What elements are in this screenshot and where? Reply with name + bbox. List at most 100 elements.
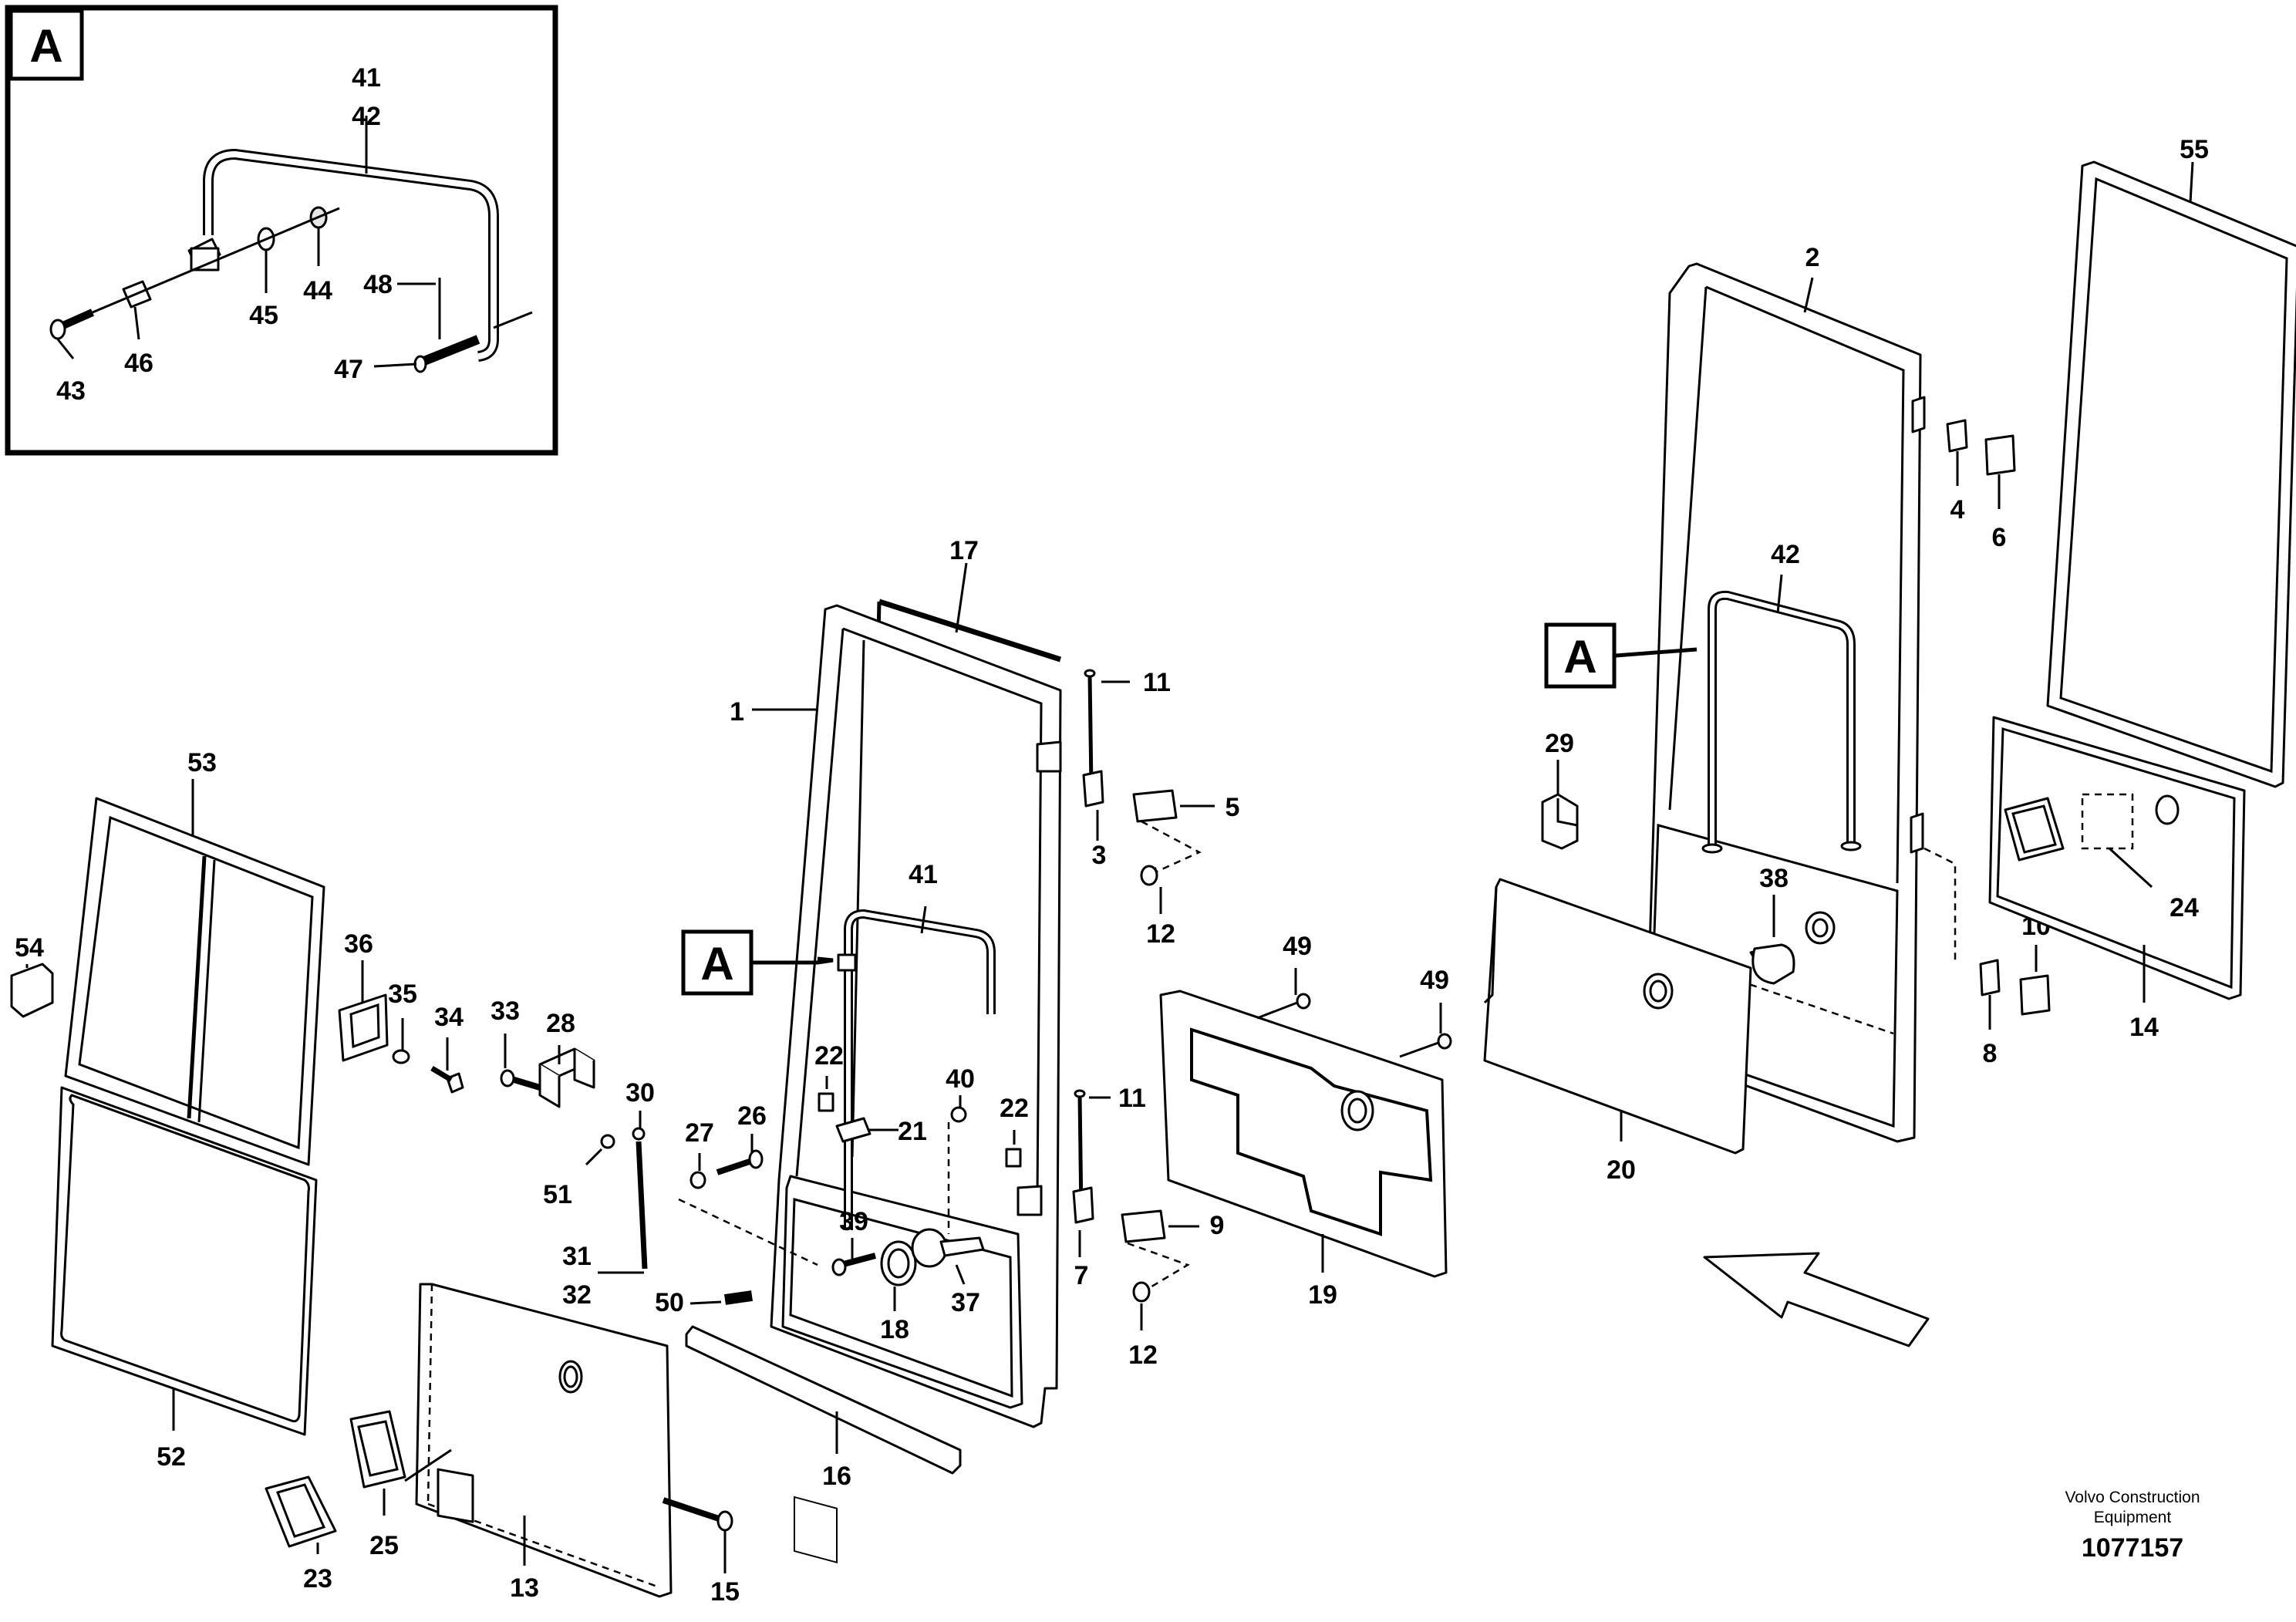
lock-37 xyxy=(911,1228,948,1268)
lock-38 xyxy=(1752,943,1795,985)
callout-49b: 49 xyxy=(1420,966,1449,995)
callout-42-detail: 42 xyxy=(352,102,381,131)
callout-27: 27 xyxy=(685,1118,714,1148)
detail-a-tag-door xyxy=(681,929,754,996)
callout-38: 38 xyxy=(1759,864,1789,893)
callout-1: 1 xyxy=(730,697,744,727)
callout-2: 2 xyxy=(1805,243,1820,272)
clip-51 xyxy=(600,1134,615,1149)
screw-49a xyxy=(1296,993,1311,1010)
callout-13: 13 xyxy=(510,1573,539,1603)
detail-a-inset: A 41 42 43 46 45 44 48 xyxy=(5,5,558,456)
callout-23: 23 xyxy=(303,1564,332,1593)
trim-panel-14-group: 24 14 xyxy=(1988,716,2246,1042)
callout-21: 21 xyxy=(898,1117,927,1146)
trim-panel-13 xyxy=(415,1283,673,1598)
latch-block-22 xyxy=(818,1092,834,1112)
left-hardware-cluster: 36 35 34 33 28 51 30 31 32 50 xyxy=(338,929,753,1317)
callout-34: 34 xyxy=(434,1003,464,1032)
bolt-15 xyxy=(716,1510,733,1532)
bolt-12b xyxy=(1132,1281,1151,1303)
callout-44: 44 xyxy=(303,276,332,305)
callout-36: 36 xyxy=(344,929,373,959)
bolt-33 xyxy=(500,1069,515,1088)
panel-14-opening xyxy=(2004,797,2065,862)
detail-a-tag xyxy=(8,8,84,81)
nut-40 xyxy=(950,1106,967,1123)
callout-32: 32 xyxy=(562,1280,592,1310)
panel-cutout xyxy=(437,1468,474,1523)
callout-9: 9 xyxy=(1210,1211,1225,1240)
escutcheon-18 xyxy=(880,1240,917,1286)
callout-11a: 11 xyxy=(1143,668,1171,697)
callout-22b: 22 xyxy=(1000,1094,1029,1123)
callout-47: 47 xyxy=(334,355,363,384)
callout-14: 14 xyxy=(2129,1013,2159,1042)
trim-panel-20 xyxy=(1483,878,1752,1155)
main-door-hinges: 11 3 5 12 11 7 9 12 xyxy=(1072,668,1239,1370)
callout-41: 41 xyxy=(909,860,938,889)
washer-35 xyxy=(392,1049,410,1064)
callout-41-detail: 41 xyxy=(352,63,381,93)
rod-30 xyxy=(632,1127,646,1141)
latch-29-group: 29 xyxy=(1541,729,1579,850)
callout-40: 40 xyxy=(946,1064,975,1094)
callout-50: 50 xyxy=(655,1288,684,1317)
hinge-10 xyxy=(2019,974,2051,1016)
callout-15: 15 xyxy=(710,1577,740,1607)
pin-11b xyxy=(1074,1089,1086,1098)
callout-54: 54 xyxy=(15,933,44,963)
callout-55: 55 xyxy=(2180,135,2209,164)
handle-bracket xyxy=(190,247,220,271)
callout-35: 35 xyxy=(388,980,417,1009)
pin-11a xyxy=(1084,669,1096,678)
bracket-21 xyxy=(835,1117,872,1143)
callout-7: 7 xyxy=(1074,1261,1089,1290)
callout-8: 8 xyxy=(1983,1039,1998,1068)
callout-39: 39 xyxy=(839,1207,868,1236)
hinge-3 xyxy=(1082,770,1104,808)
bezel-23 xyxy=(265,1475,337,1548)
callout-12b: 12 xyxy=(1128,1340,1158,1370)
glass-55-group: 55 xyxy=(2046,135,2296,788)
left-window-assembly: 54 53 52 xyxy=(10,748,325,1472)
callout-53: 53 xyxy=(187,748,217,777)
hinge-plate-upper xyxy=(1036,740,1062,773)
screw-49b xyxy=(1437,1033,1452,1050)
hinge-9 xyxy=(1121,1209,1166,1243)
callout-48: 48 xyxy=(363,270,393,299)
callout-25: 25 xyxy=(369,1531,399,1560)
bolt-43 xyxy=(49,319,66,340)
trim-panel-19 xyxy=(1159,990,1448,1278)
callout-29: 29 xyxy=(1545,729,1574,758)
part-54 xyxy=(10,963,54,1018)
window-glass-52 xyxy=(51,1086,318,1436)
door-lower-panel xyxy=(781,1175,1023,1409)
callout-24: 24 xyxy=(2170,893,2199,922)
window-frame-53 xyxy=(64,797,325,1166)
hinge-plate-lower xyxy=(1017,1185,1043,1216)
callout-19: 19 xyxy=(1308,1280,1337,1310)
callout-22a: 22 xyxy=(814,1041,844,1071)
callout-52: 52 xyxy=(157,1442,186,1472)
maker-caption-line2: Equipment xyxy=(2094,1509,2172,1526)
callout-18: 18 xyxy=(880,1315,909,1344)
handle-bracket-41 xyxy=(837,953,857,972)
callout-46: 46 xyxy=(124,349,153,378)
inner-panel-19: 19 49 49 xyxy=(1159,932,1452,1310)
callout-51: 51 xyxy=(543,1180,572,1209)
callout-30: 30 xyxy=(625,1078,655,1108)
callout-28: 28 xyxy=(546,1009,575,1038)
hinge-7 xyxy=(1072,1186,1094,1224)
detail-a-tag-door-label: A xyxy=(700,938,733,990)
lower-trim-panels: 13 23 25 15 16 xyxy=(265,1283,962,1607)
hinge-8 xyxy=(1979,959,2001,996)
window-glass-55 xyxy=(2046,160,2296,788)
trim-panel-20-group: 20 xyxy=(1483,878,1752,1185)
callout-4: 4 xyxy=(1950,495,1965,524)
maker-caption-line1: Volvo Construction xyxy=(2065,1489,2200,1506)
callout-17: 17 xyxy=(949,536,979,565)
callout-31: 31 xyxy=(562,1242,592,1271)
latch-block-22b xyxy=(1005,1148,1022,1168)
